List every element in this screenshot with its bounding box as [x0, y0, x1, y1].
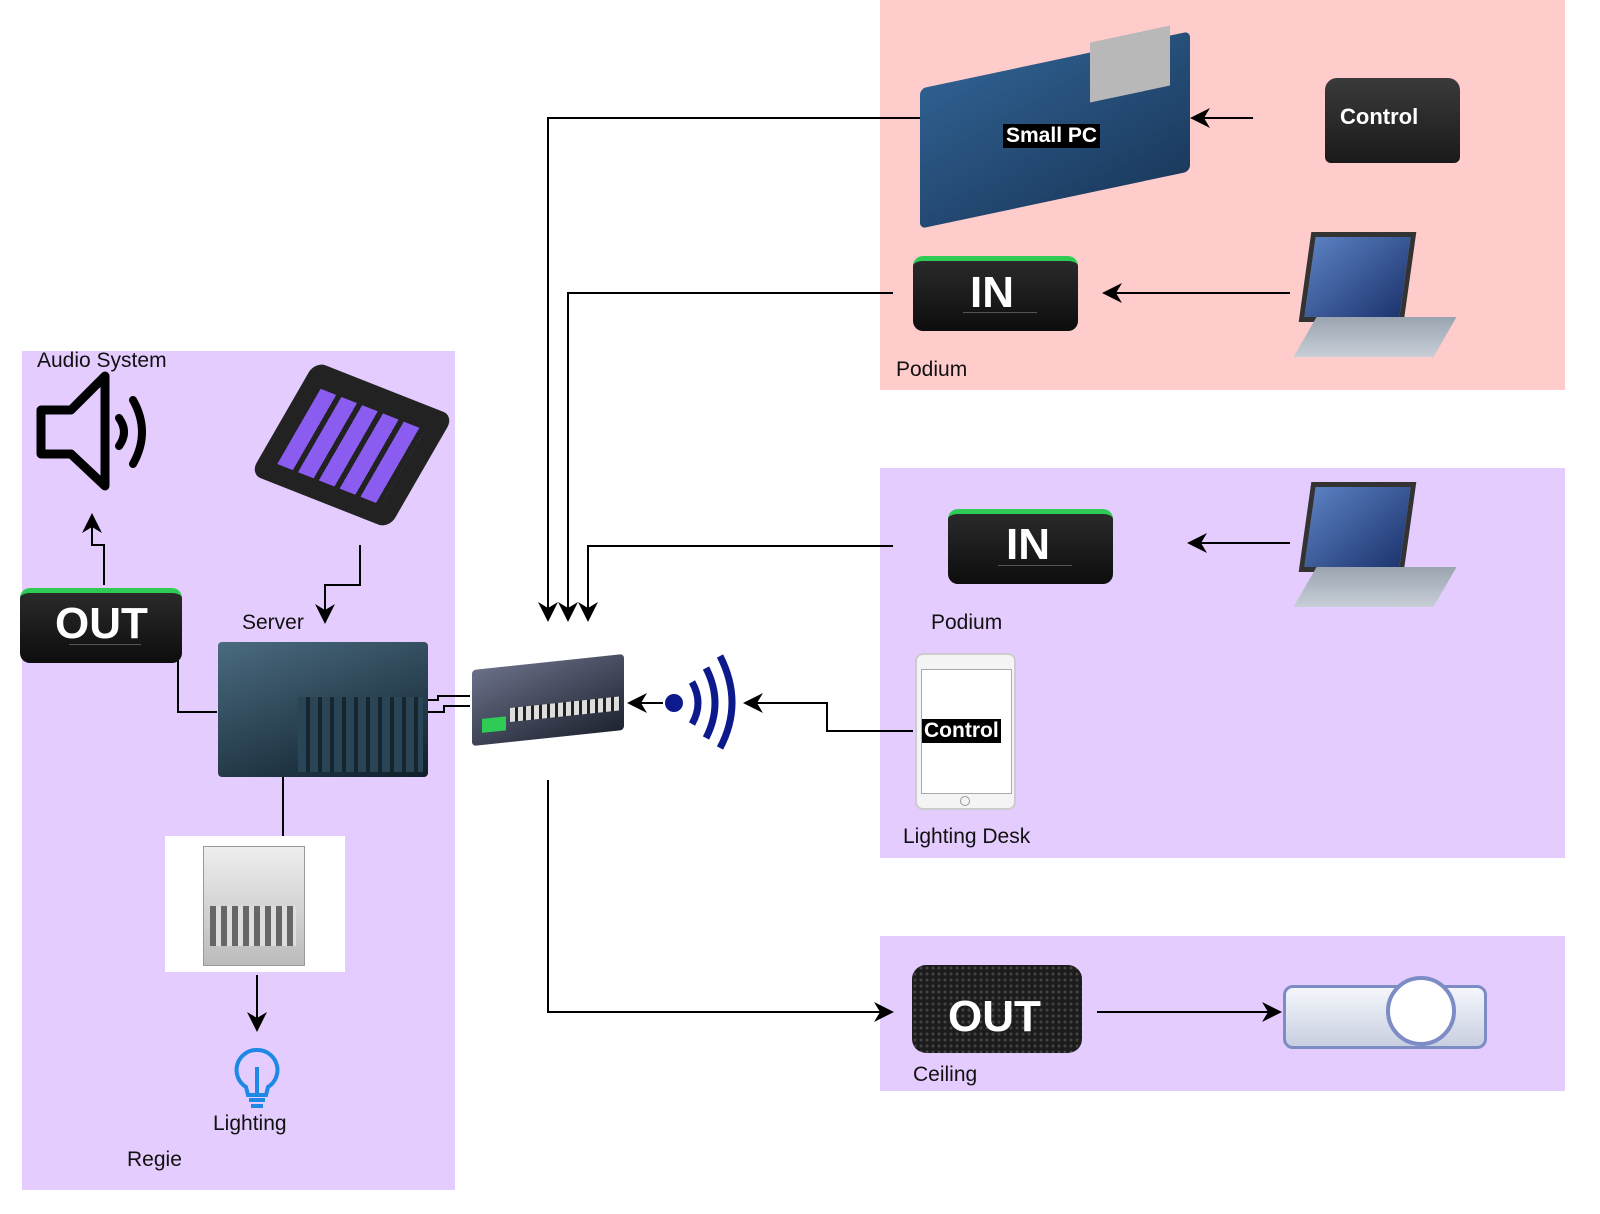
network-switch: [472, 654, 624, 746]
wifi-icon: [665, 654, 736, 750]
rack-server: [218, 642, 428, 777]
lightbulb-icon: [234, 1047, 280, 1108]
speaker-icon: [36, 371, 146, 491]
in-label-mid: IN: [1006, 520, 1050, 569]
out-label-regie: OUT: [55, 599, 148, 648]
lighting-desk-label: Lighting Desk: [903, 825, 1031, 848]
link-switch-ceiling: [547, 780, 894, 1022]
laptop-top: [1293, 232, 1457, 357]
out-label-ceiling: OUT: [948, 992, 1041, 1041]
lighting-label: Lighting: [213, 1112, 287, 1135]
server-label: Server: [242, 611, 304, 634]
link-deck-server: [315, 545, 361, 624]
zone-label-podium-top: Podium: [896, 358, 968, 381]
encoder-box-top: [913, 256, 1078, 331]
zone-label-podium-mid: Podium: [931, 611, 1003, 634]
link-inmid-switch: [578, 545, 893, 622]
zone-label-regie: Regie: [127, 1148, 182, 1171]
encoder-box-mid: [948, 509, 1113, 584]
in-label-top: IN: [970, 268, 1014, 317]
zone-label-ceiling: Ceiling: [913, 1063, 978, 1086]
control-label-tablet: Control: [922, 719, 1001, 743]
link-out-audio: [82, 513, 105, 585]
decoder-box-ceiling: [912, 965, 1082, 1053]
decoder-box-regie: [20, 588, 182, 663]
dmx-relay: [165, 836, 345, 972]
projector: [1283, 976, 1487, 1049]
link-server-switch-a: [428, 695, 470, 701]
link-tablet-wifi: [743, 693, 913, 732]
link-smallpc-switch: [538, 117, 943, 622]
stream-deck-mini: [1325, 78, 1460, 163]
small-pc-label: Small PC: [1003, 124, 1101, 148]
link-intop-switch: [558, 292, 893, 622]
audio-system-label: Audio System: [37, 349, 167, 372]
control-label-top: Control: [1340, 104, 1419, 129]
link-server-switch-b: [428, 705, 470, 713]
laptop-mid: [1293, 482, 1457, 607]
link-out-server: [177, 660, 217, 713]
